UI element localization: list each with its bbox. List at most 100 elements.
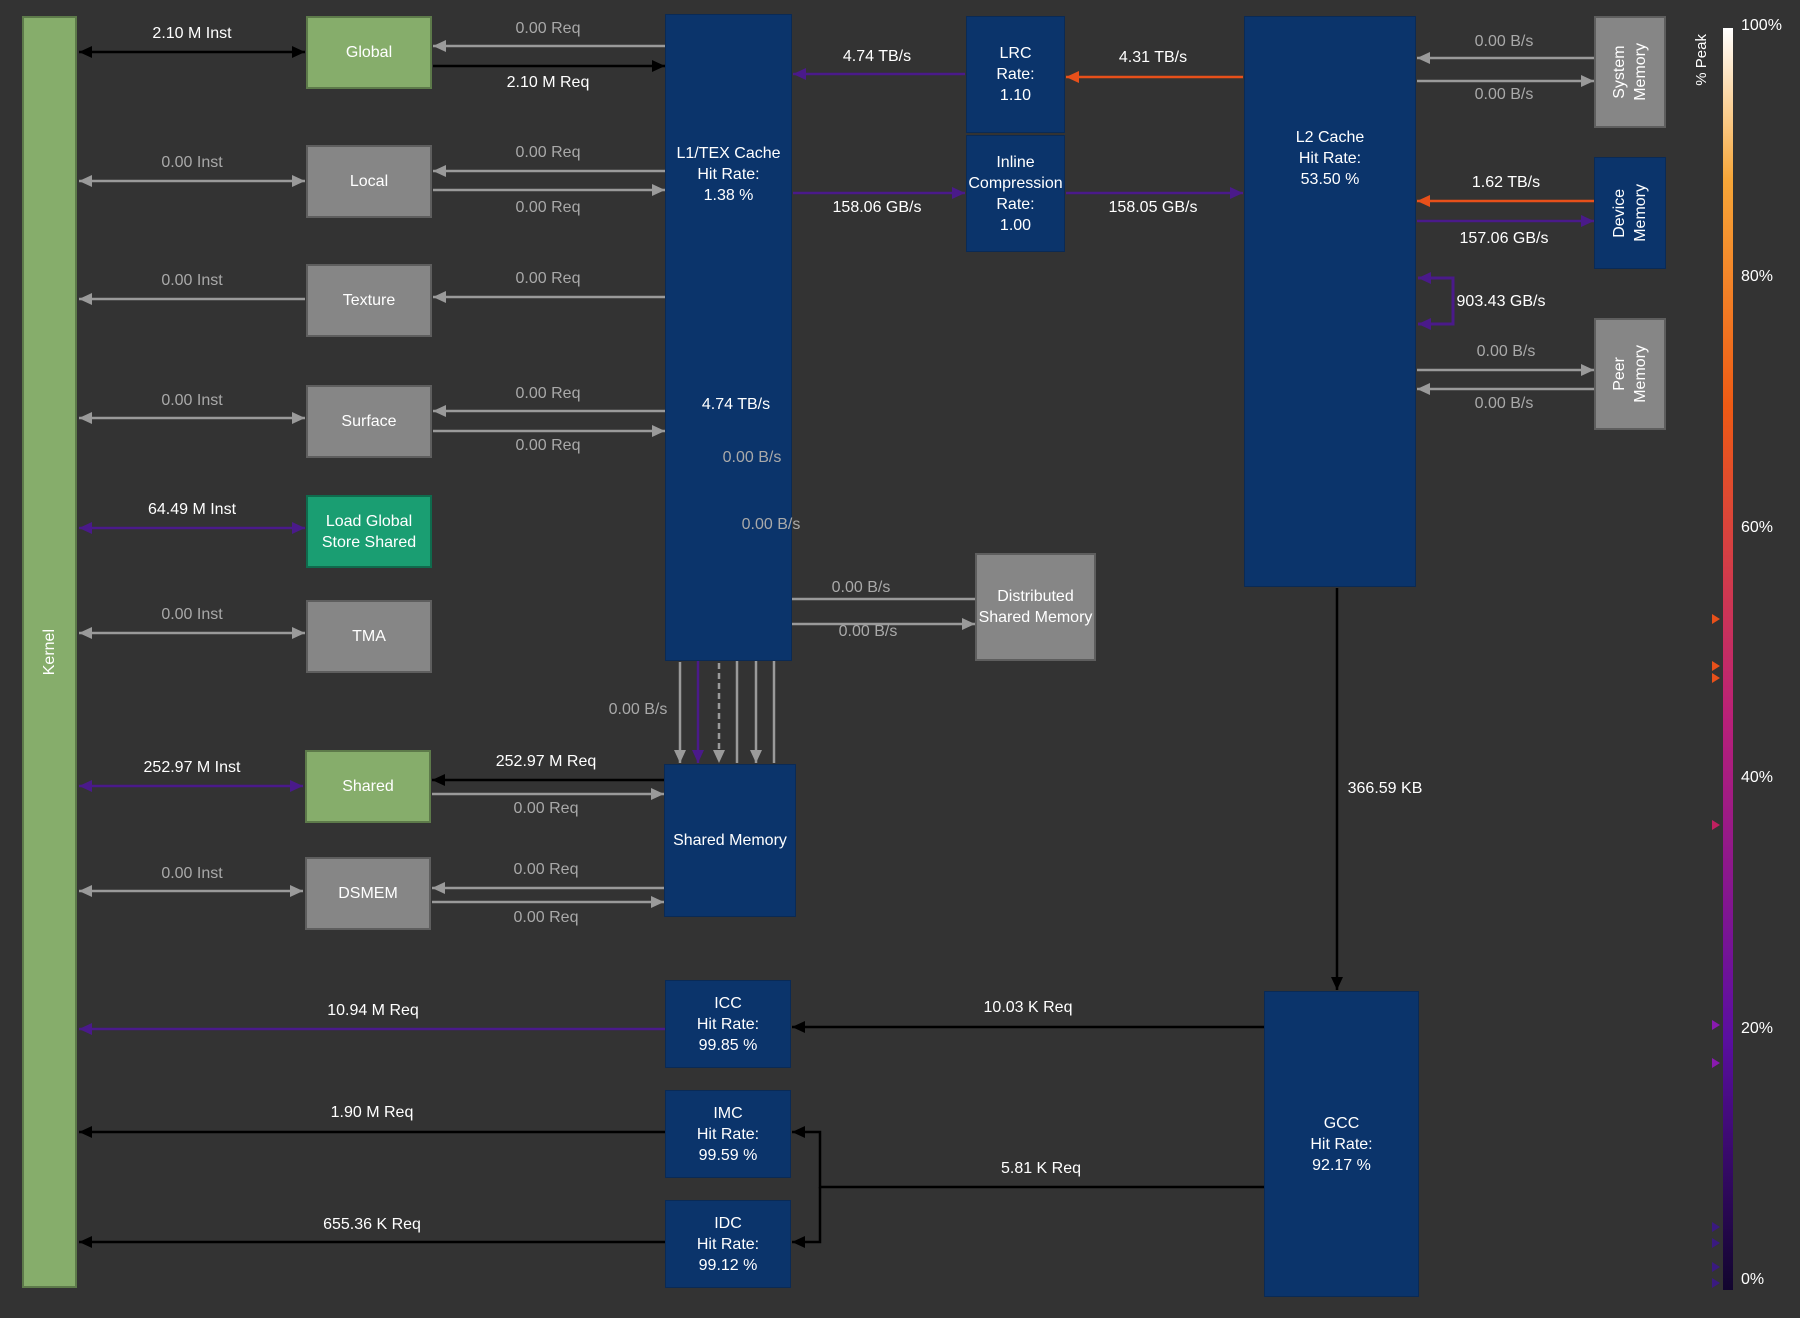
kernel-tma-inst-label: 0.00 Inst — [161, 606, 223, 623]
shared-memory-dist-out-label: 0.00 B/s — [838, 623, 898, 640]
connector-arrowhead — [433, 291, 446, 303]
connector-arrowhead — [792, 1021, 805, 1033]
connector-arrowhead — [952, 187, 965, 199]
kernel-surface-inst-label: 0.00 Inst — [161, 392, 223, 409]
peak-marker — [1712, 1222, 1720, 1232]
connector-arrowhead — [1331, 977, 1343, 990]
connector-arrowhead — [651, 788, 664, 800]
peak-marker — [1712, 1058, 1720, 1068]
connector-arrowhead — [292, 46, 305, 58]
connector-arrowhead — [433, 405, 446, 417]
l2-peer-in-label: 0.00 B/s — [1476, 343, 1536, 360]
shared-req-in-label: 252.97 M Req — [495, 753, 597, 770]
l1-inline-bw-label: 158.06 GB/s — [832, 199, 922, 216]
l1-shared-memory-bw-label: 4.74 TB/s — [701, 396, 771, 413]
connector-arrowhead — [290, 885, 303, 897]
inline-compression-unit[interactable]: Inline Compression Rate: 1.00 — [966, 135, 1065, 252]
l1-tex-cache-label: L1/TEX Cache Hit Rate: 1.38 % — [676, 145, 781, 204]
connector-arrowhead — [692, 750, 704, 763]
texture-unit[interactable]: Texture — [306, 264, 432, 337]
global-unit[interactable]: Global — [306, 16, 432, 89]
device-memory-label: Device Memory — [1611, 184, 1649, 242]
connector-arrowhead — [432, 774, 445, 786]
peak-marker — [1712, 1238, 1720, 1248]
connector-arrowhead — [792, 1236, 805, 1248]
system-memory-label: System Memory — [1611, 43, 1649, 101]
l2-device-in-label: 1.62 TB/s — [1471, 174, 1541, 191]
imc-unit[interactable]: IMC Hit Rate: 99.59 % — [665, 1090, 791, 1178]
shared-memory-unit[interactable]: Shared Memory — [664, 764, 796, 917]
connector-arrowhead — [1066, 71, 1079, 83]
distributed-shared-memory-unit[interactable]: Distributed Shared Memory — [975, 553, 1096, 661]
peak-markers — [1712, 614, 1720, 1288]
connector-arrowhead — [79, 412, 92, 424]
l1-shared-memory-b2-label: 0.00 B/s — [741, 516, 801, 533]
load-global-store-shared-unit[interactable]: Load Global Store Shared — [306, 495, 432, 568]
peer-memory-label: Peer Memory — [1611, 345, 1649, 403]
gcc-imc-label: 5.81 K Req — [1000, 1160, 1082, 1177]
connector-arrowhead — [1417, 52, 1430, 64]
lrc-unit[interactable]: LRC Rate: 1.10 — [966, 16, 1065, 133]
lrc-l2-bw-label: 4.31 TB/s — [1118, 49, 1188, 66]
connector-line — [1418, 276, 1455, 326]
connector-line — [772, 622, 975, 763]
peak-marker — [1712, 820, 1720, 830]
connector-arrowhead — [79, 293, 92, 305]
peer-memory-unit[interactable]: Peer Memory — [1594, 318, 1666, 430]
connector-arrowhead — [713, 750, 725, 763]
icc-unit[interactable]: ICC Hit Rate: 99.85 % — [665, 980, 791, 1068]
lrc-label: LRC Rate: 1.10 — [996, 45, 1035, 104]
kernel-unit[interactable]: Kernel — [22, 16, 77, 1288]
connector-arrowhead — [652, 184, 665, 196]
connector-arrowhead — [433, 40, 446, 52]
connector-arrowhead — [1581, 75, 1594, 87]
imc-kernel-label: 1.90 M Req — [330, 1104, 414, 1121]
connector-arrowhead — [1417, 195, 1430, 207]
connector-arrowhead — [652, 60, 665, 72]
gcc-unit[interactable]: GCC Hit Rate: 92.17 % — [1264, 991, 1419, 1297]
tma-unit[interactable]: TMA — [306, 600, 432, 673]
peak-tick-20: 20% — [1741, 1020, 1774, 1037]
l2-cache-unit[interactable]: L2 Cache Hit Rate: 53.50 % — [1244, 16, 1416, 587]
icc-kernel-label: 10.94 M Req — [327, 1002, 419, 1019]
l1-shared-memory-b1-label: 0.00 B/s — [722, 449, 782, 466]
connector-arrowhead — [79, 175, 92, 187]
texture-req-label: 0.00 Req — [515, 270, 581, 287]
shared-unit[interactable]: Shared — [305, 750, 431, 823]
gcc-label: GCC Hit Rate: 92.17 % — [1310, 1114, 1373, 1174]
gcc-icc-label: 10.03 K Req — [983, 999, 1073, 1016]
connector-arrowhead — [292, 522, 305, 534]
connector-arrowhead — [79, 522, 92, 534]
l1-tex-cache-unit[interactable]: L1/TEX Cache Hit Rate: 1.38 % — [665, 14, 792, 661]
peak-marker — [1712, 673, 1720, 683]
connector-arrowhead — [433, 165, 446, 177]
device-memory-unit[interactable]: Device Memory — [1594, 157, 1666, 269]
idc-unit[interactable]: IDC Hit Rate: 99.12 % — [665, 1200, 791, 1288]
local-req-in-label: 0.00 Req — [515, 144, 581, 161]
peak-marker — [1712, 1020, 1720, 1030]
kernel-label: Kernel — [41, 628, 58, 676]
connector-arrowhead — [79, 885, 92, 897]
dsmem-req-out-label: 0.00 Req — [513, 909, 579, 926]
connector-arrowhead — [432, 882, 445, 894]
surface-unit[interactable]: Surface — [306, 385, 432, 458]
local-req-out-label: 0.00 Req — [515, 199, 581, 216]
peak-tick-80: 80% — [1741, 268, 1774, 285]
distributed-shared-memory-label: Distributed Shared Memory — [978, 588, 1093, 626]
dsmem-unit[interactable]: DSMEM — [305, 857, 431, 930]
peak-marker — [1712, 1278, 1720, 1288]
dsmem-req-in-label: 0.00 Req — [513, 861, 579, 878]
connector-arrowhead — [79, 46, 92, 58]
connector-arrowhead — [79, 780, 92, 792]
peak-legend-title: % Peak — [1693, 34, 1710, 86]
system-memory-unit[interactable]: System Memory — [1594, 16, 1666, 128]
connector-arrowhead — [674, 750, 686, 763]
l2-device-out-label: 157.06 GB/s — [1459, 230, 1549, 247]
connector-arrowhead — [79, 1126, 92, 1138]
kernel-lgss-inst-label: 64.49 M Inst — [147, 501, 237, 518]
local-unit[interactable]: Local — [306, 145, 432, 218]
l2-loop-label: 903.43 GB/s — [1456, 293, 1546, 310]
connector-arrowhead — [1417, 383, 1430, 395]
connector-arrowhead — [1418, 272, 1431, 284]
